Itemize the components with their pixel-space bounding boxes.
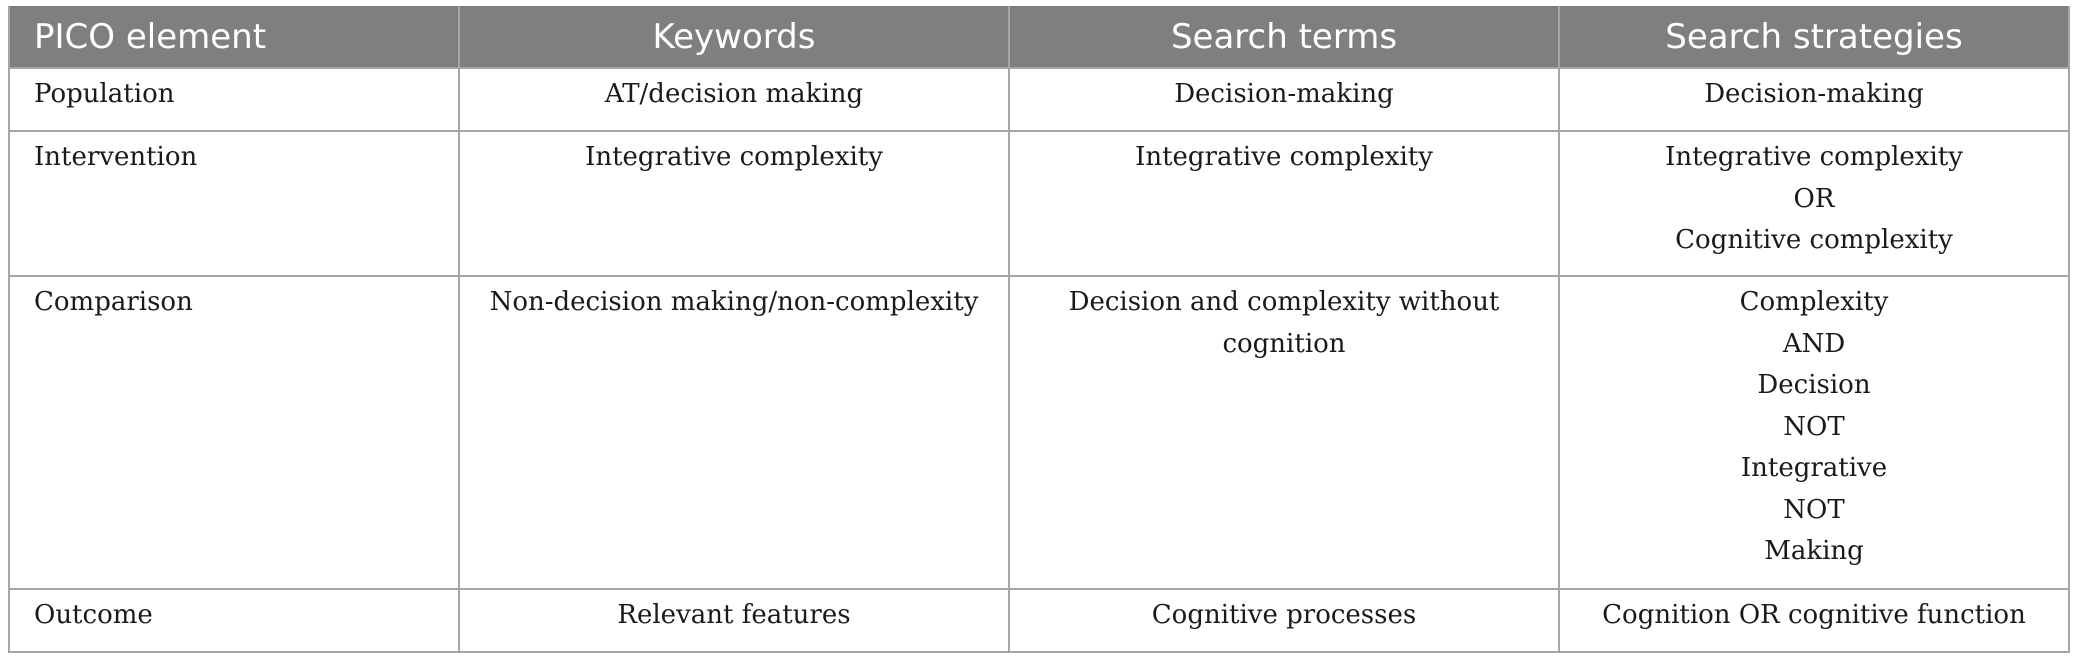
cell-search-terms: Decision-making <box>1008 67 1560 132</box>
strategy-line: Making <box>1764 536 1864 566</box>
cell-element: Population <box>8 67 460 132</box>
table-body: Population AT/decision making Decision-m… <box>8 67 2070 653</box>
cell-search-strategies: Decision-making <box>1558 67 2070 132</box>
cell-keywords: Integrative complexity <box>458 130 1010 277</box>
pico-search-table: PICO element Keywords Search terms Searc… <box>8 6 2070 653</box>
header-search-strategies: Search strategies <box>1558 6 2070 68</box>
cell-search-strategies: Integrative complexity OR Cognitive comp… <box>1558 130 2070 277</box>
search-terms-line: Decision and complexity without <box>1068 287 1500 317</box>
strategy-operator: AND <box>1782 328 1846 359</box>
strategy-operator: OR <box>1793 183 1835 214</box>
table-row-outcome: Outcome Relevant features Cognitive proc… <box>8 588 2070 653</box>
header-row: PICO element Keywords Search terms Searc… <box>8 6 2070 68</box>
cell-keywords: AT/decision making <box>458 67 1010 132</box>
cell-keywords: Relevant features <box>458 588 1010 653</box>
search-terms-line: cognition <box>1222 328 1346 359</box>
cell-element: Comparison <box>8 275 460 590</box>
strategy-line: Cognitive complexity <box>1675 225 1953 255</box>
cell-search-terms: Integrative complexity <box>1008 130 1560 277</box>
cell-keywords: Non-decision making/non-complexity <box>458 275 1010 590</box>
table-row-population: Population AT/decision making Decision-m… <box>8 67 2070 132</box>
strategy-operator: NOT <box>1783 494 1845 525</box>
strategy-line: Integrative complexity <box>1665 142 1963 172</box>
header-pico-element: PICO element <box>8 6 460 68</box>
strategy-line: Complexity <box>1739 287 1889 317</box>
table-header: PICO element Keywords Search terms Searc… <box>8 6 2070 68</box>
header-search-terms: Search terms <box>1008 6 1560 68</box>
cell-search-terms: Cognitive processes <box>1008 588 1560 653</box>
header-keywords: Keywords <box>458 6 1010 68</box>
cell-search-terms: Decision and complexity without cognitio… <box>1008 275 1560 590</box>
strategy-line: Decision <box>1757 370 1871 400</box>
strategy-line: Cognition OR cognitive function <box>1602 600 2026 630</box>
cell-element: Outcome <box>8 588 460 653</box>
strategy-line: Decision-making <box>1704 79 1924 109</box>
cell-search-strategies: Cognition OR cognitive function <box>1558 588 2070 653</box>
cell-element: Intervention <box>8 130 460 277</box>
table-row-intervention: Intervention Integrative complexity Inte… <box>8 130 2070 277</box>
cell-search-strategies: Complexity AND Decision NOT Integrative … <box>1558 275 2070 590</box>
table-row-comparison: Comparison Non-decision making/non-compl… <box>8 275 2070 590</box>
strategy-operator: NOT <box>1783 411 1845 442</box>
strategy-line: Integrative <box>1740 453 1888 483</box>
